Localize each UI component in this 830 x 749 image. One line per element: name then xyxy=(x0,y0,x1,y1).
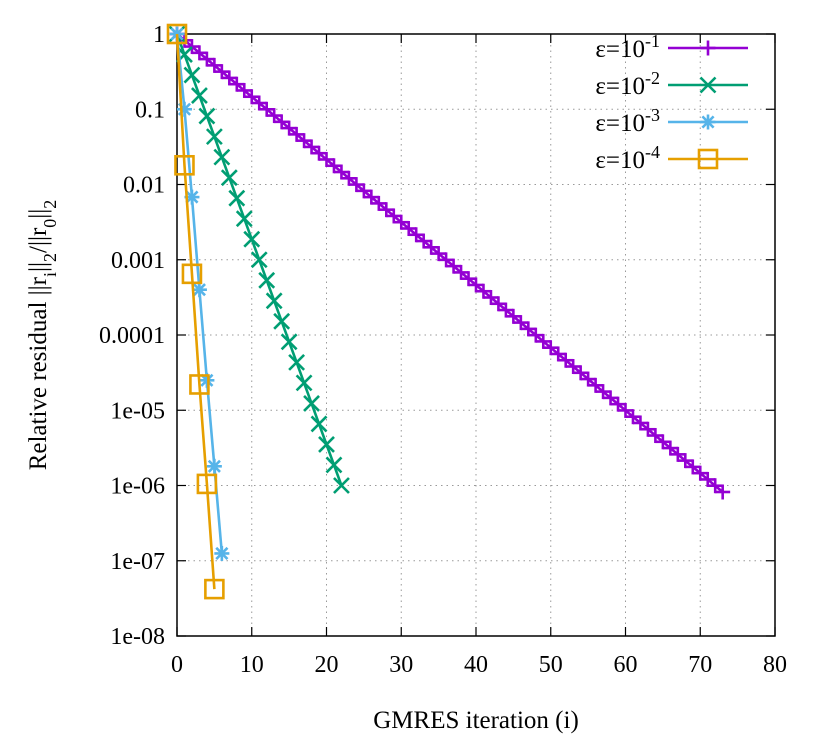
x-tick-label: 80 xyxy=(763,652,787,678)
y-tick-label: 0.1 xyxy=(135,97,165,123)
data-point xyxy=(174,154,195,176)
data-point xyxy=(198,107,216,125)
y-axis-title: Relative residual ||ri||2/||r0||2 xyxy=(25,200,60,471)
data-point xyxy=(700,40,716,56)
data-point xyxy=(697,148,719,170)
y-tick-label: 0.001 xyxy=(111,248,165,274)
data-point xyxy=(213,148,231,166)
data-point xyxy=(250,251,268,269)
data-point xyxy=(273,312,291,330)
data-point xyxy=(288,353,306,371)
x-tick-label: 10 xyxy=(240,652,264,678)
series-4 xyxy=(166,23,225,600)
data-point xyxy=(166,23,188,45)
series-3 xyxy=(169,26,230,561)
legend-label: ε=10-2 xyxy=(595,68,660,100)
data-point xyxy=(184,189,200,205)
x-tick-label: 40 xyxy=(464,652,488,678)
data-point xyxy=(191,282,207,298)
data-point xyxy=(303,394,320,412)
data-point xyxy=(191,87,208,104)
y-tick-label: 1 xyxy=(153,22,165,48)
series-1 xyxy=(169,26,731,500)
y-tick-label: 1e-07 xyxy=(110,549,165,575)
grid xyxy=(177,34,775,636)
data-point xyxy=(700,114,716,130)
data-point xyxy=(228,189,246,207)
data-point xyxy=(205,128,223,146)
legend-label: ε=10-4 xyxy=(595,142,660,174)
data-point xyxy=(181,263,203,285)
data-point xyxy=(196,473,218,495)
data-point xyxy=(699,76,717,94)
x-tick-label: 60 xyxy=(614,652,638,678)
x-tick-label: 0 xyxy=(171,652,183,678)
legend-item: ε=10-1 xyxy=(595,31,748,63)
x-tick-labels: 0 10 20 30 40 50 60 70 80 xyxy=(171,652,787,678)
data-point xyxy=(280,333,298,351)
y-tick-labels: 1e-08 1e-07 1e-06 1e-05 0.0001 0.001 0.01 0.1 1 xyxy=(99,22,165,650)
data-point xyxy=(176,101,192,117)
legend-item: ε=10-3 xyxy=(595,105,748,137)
data-point xyxy=(715,484,731,500)
y-tick-label: 0.0001 xyxy=(99,323,165,349)
series-line xyxy=(175,33,216,590)
data-point xyxy=(318,436,335,453)
data-point xyxy=(206,458,222,474)
data-point xyxy=(183,66,201,84)
y-tick-label: 1e-05 xyxy=(110,398,165,424)
legend-item: ε=10-4 xyxy=(595,142,748,174)
x-axis-title: GMRES iteration (i) xyxy=(373,707,579,734)
y-tick-label: 1e-08 xyxy=(110,624,165,650)
x-tick-label: 30 xyxy=(389,652,413,678)
series-group xyxy=(166,23,731,600)
legend-item: ε=10-2 xyxy=(595,68,748,100)
y-tick-label: 1e-06 xyxy=(110,474,165,500)
y-tick-label: 0.01 xyxy=(123,173,165,199)
axis-ticks xyxy=(176,33,776,637)
data-point xyxy=(214,545,230,561)
data-point xyxy=(310,415,328,433)
data-point xyxy=(333,477,350,494)
x-tick-label: 50 xyxy=(539,652,563,678)
data-point xyxy=(189,374,210,395)
data-point xyxy=(204,578,225,600)
legend-label: ε=10-3 xyxy=(595,105,660,137)
data-point xyxy=(295,374,313,392)
legend: ε=10-1 ε=10-2 ε=10-3 ε=10-4 xyxy=(595,31,748,174)
data-point xyxy=(258,271,276,289)
data-point xyxy=(235,210,253,228)
legend-label: ε=10-1 xyxy=(595,31,660,63)
x-tick-label: 70 xyxy=(688,652,712,678)
data-point xyxy=(243,230,261,248)
data-point xyxy=(325,456,343,474)
data-point xyxy=(265,292,283,310)
data-point xyxy=(220,169,238,187)
x-tick-label: 20 xyxy=(315,652,339,678)
